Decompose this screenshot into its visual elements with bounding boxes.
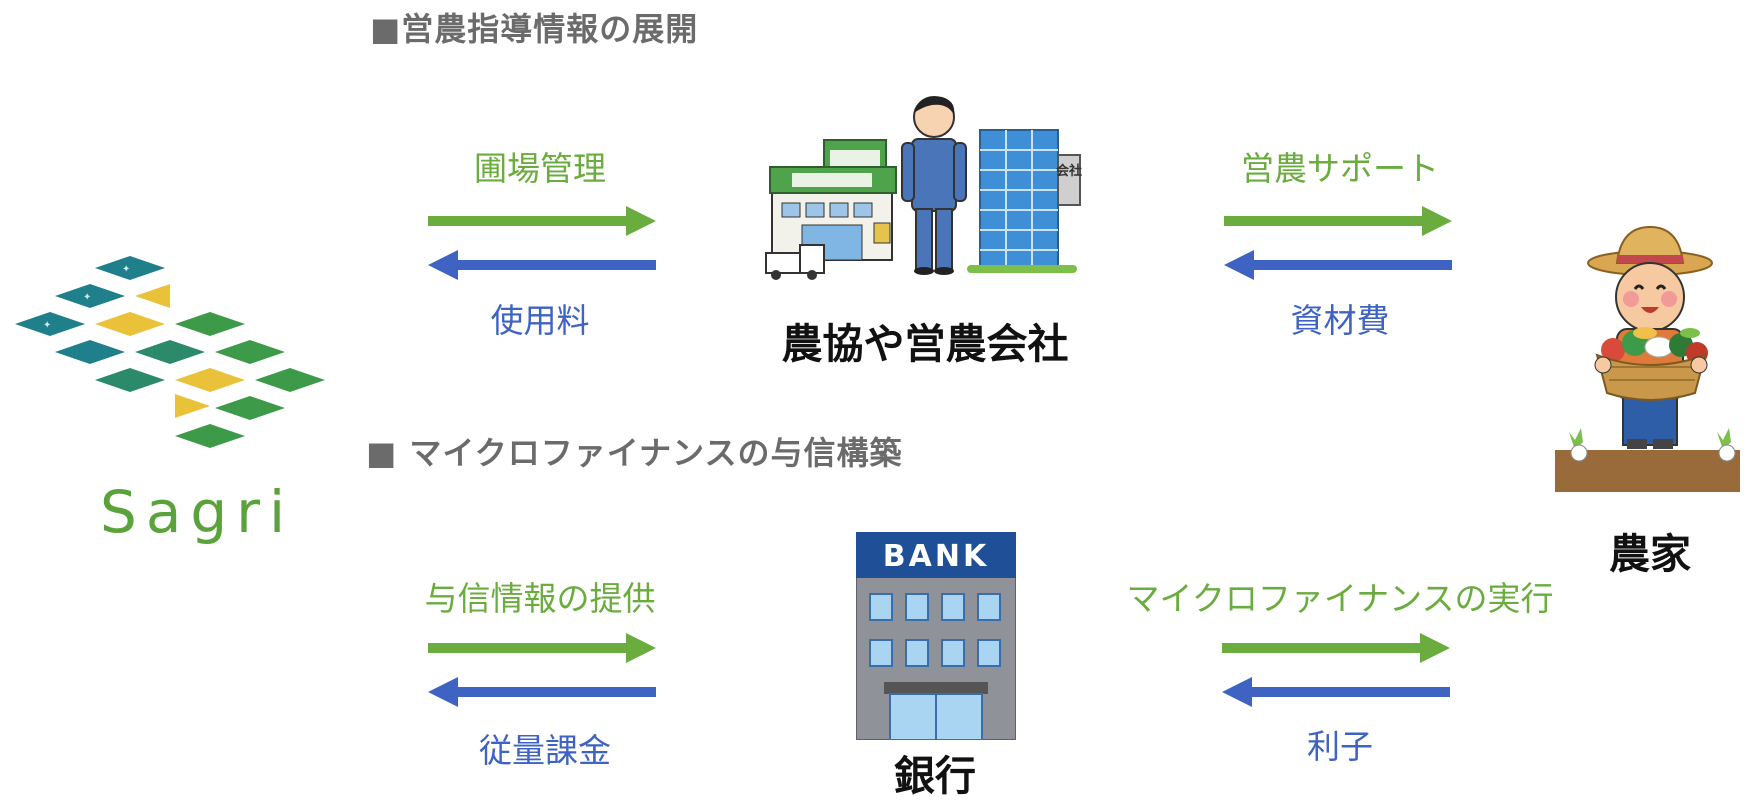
company-sign-text: 会社 <box>1056 163 1082 179</box>
label-microfinance-execution: マイクロファイナンスの実行 <box>1126 579 1554 618</box>
arrow-forward-bottom-right <box>1222 633 1452 663</box>
arrow-back-bottom-right <box>1222 677 1452 707</box>
svg-text:✦: ✦ <box>122 264 130 275</box>
label-material-cost: 資材費 <box>1290 301 1390 340</box>
bank-illustration: BANK <box>856 532 1016 740</box>
arrow-forward-bottom-left <box>428 633 658 663</box>
label-credit-info-provision: 与信情報の提供 <box>424 579 656 618</box>
arrow-back-top-left <box>428 250 658 280</box>
section-title-microfinance: ■ マイクロファイナンスの与信構築 <box>366 434 903 472</box>
sagri-logo-mark: ✦ ✦ ✦ <box>10 250 340 450</box>
svg-text:✦: ✦ <box>83 292 91 303</box>
arrow-forward-top-right <box>1224 206 1454 236</box>
ja-company-illustration: 会社 <box>762 95 1092 305</box>
label-field-management: 圃場管理 <box>474 149 606 188</box>
arrow-forward-top-left <box>428 206 658 236</box>
label-usage-fee: 使用料 <box>490 301 590 340</box>
arrow-back-top-right <box>1224 250 1454 280</box>
sagri-logo-text: Sagri <box>100 478 295 546</box>
entity-farmer-label: 農家 <box>1609 530 1691 578</box>
arrow-back-bottom-left <box>428 677 658 707</box>
section-title-guidance: ■営農指導情報の展開 <box>370 10 699 48</box>
bank-sign-text: BANK <box>883 539 989 574</box>
svg-text:✦: ✦ <box>43 320 51 331</box>
farmer-illustration <box>1555 225 1745 505</box>
label-interest: 利子 <box>1307 727 1373 766</box>
label-farming-support: 営農サポート <box>1241 149 1439 188</box>
label-metered-billing: 従量課金 <box>479 731 611 770</box>
entity-ja-label: 農協や営農会社 <box>781 320 1069 368</box>
entity-bank-label: 銀行 <box>894 752 976 800</box>
